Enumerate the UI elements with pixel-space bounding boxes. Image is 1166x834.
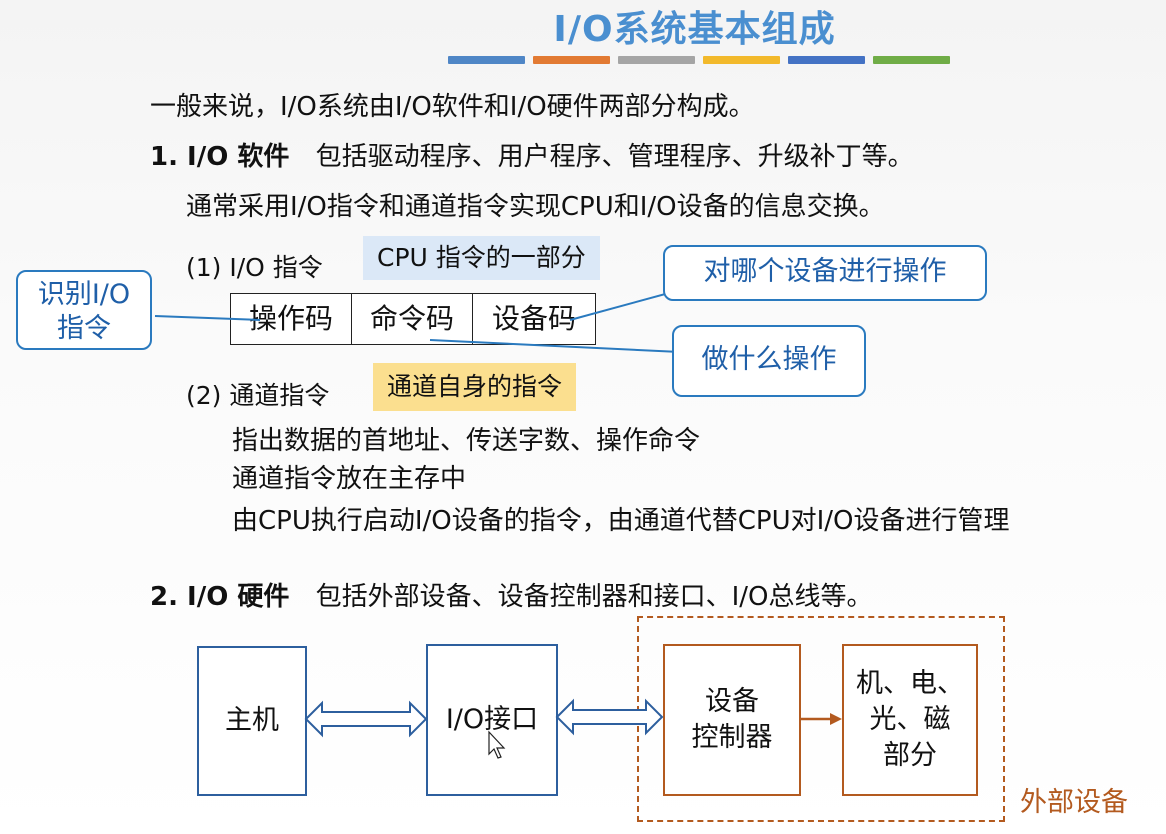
- color-bar: [873, 56, 950, 64]
- device-parts-block: 机、电、 光、磁 部分: [842, 644, 978, 796]
- connector-device: [569, 289, 681, 321]
- callout-identify-line2: 指令: [57, 313, 111, 344]
- color-bar: [618, 56, 695, 64]
- controller-line1: 设备: [705, 686, 759, 717]
- channel-line: 通道指令放在主存中: [232, 464, 467, 494]
- color-bar: [533, 56, 610, 64]
- external-device-label: 外部设备: [1020, 787, 1128, 818]
- parts-line2: 光、磁: [869, 704, 951, 735]
- device-controller-block: 设备 控制器: [663, 644, 801, 796]
- channel-label: (2) 通道指令: [186, 381, 330, 410]
- connector-what: [429, 339, 681, 353]
- field-device: 设备码: [491, 302, 576, 335]
- double-arrow-interface-controller: [555, 698, 664, 736]
- hardware-line: 2. I/O 硬件 包括外部设备、设备控制器和接口、I/O总线等。: [150, 576, 873, 613]
- io-instr-label: (1) I/O 指令: [186, 253, 323, 282]
- parts-line3: 部分: [883, 740, 937, 771]
- software-heading: 1. I/O 软件: [150, 142, 290, 172]
- instruction-format: 操作码 命令码 设备码: [230, 293, 596, 345]
- color-bar: [788, 56, 865, 64]
- io-interface-block: I/O接口: [426, 644, 558, 796]
- callout-which-device: 对哪个设备进行操作: [663, 245, 987, 301]
- callout-identify-io: 识别I/O 指令: [16, 270, 152, 350]
- software-line: 1. I/O 软件 包括驱动程序、用户程序、管理程序、升级补丁等。: [150, 136, 914, 173]
- channel-line: 指出数据的首地址、传送字数、操作命令: [232, 426, 701, 456]
- intro-text: 一般来说，I/O系统由I/O软件和I/O硬件两部分构成。: [150, 92, 755, 122]
- title-color-bars: [448, 56, 950, 64]
- field-command: 命令码: [352, 294, 473, 344]
- parts-line1: 机、电、: [856, 668, 964, 699]
- page-title: I/O系统基本组成: [553, 9, 836, 50]
- field-opcode: 操作码: [231, 294, 352, 344]
- hardware-desc: 包括外部设备、设备控制器和接口、I/O总线等。: [315, 582, 873, 612]
- hardware-heading: 2. I/O 硬件: [150, 582, 290, 612]
- color-bar: [703, 56, 780, 64]
- software-desc: 包括驱动程序、用户程序、管理程序、升级补丁等。: [315, 142, 914, 172]
- callout-what-operation: 做什么操作: [672, 325, 866, 397]
- mouse-cursor-icon: [488, 730, 506, 759]
- channel-line: 由CPU执行启动I/O设备的指令，由通道代替CPU对I/O设备进行管理: [232, 506, 1010, 536]
- channel-tag: 通道自身的指令: [373, 363, 577, 411]
- host-block: 主机: [197, 646, 307, 796]
- software-line2: 通常采用I/O指令和通道指令实现CPU和I/O设备的信息交换。: [186, 192, 885, 222]
- connector-identify: [154, 315, 261, 321]
- arrow-controller-parts: [799, 713, 842, 725]
- controller-line2: 控制器: [691, 722, 773, 753]
- io-instr-tag: CPU 指令的一部分: [363, 236, 600, 280]
- callout-identify-line1: 识别I/O: [37, 279, 131, 310]
- double-arrow-host-interface: [304, 700, 428, 738]
- color-bar: [448, 56, 525, 64]
